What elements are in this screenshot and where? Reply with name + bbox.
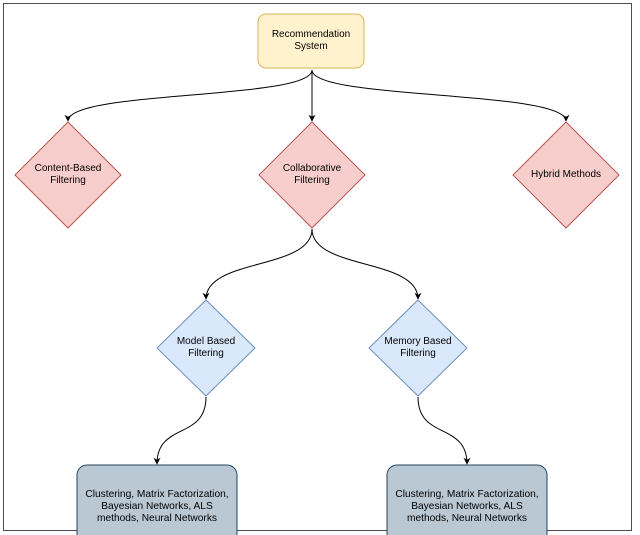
node-content-based-shape xyxy=(14,121,122,229)
node-root-label: Recommendation System xyxy=(271,28,351,53)
node-memory-methods-shape xyxy=(386,464,548,535)
node-model-methods-label: Clustering, Matrix Factorization, Bayesi… xyxy=(85,489,229,524)
node-content-based-label: Content-Based Filtering xyxy=(34,162,102,187)
node-model-based-shape xyxy=(156,299,256,397)
edge-root-to-hybrid xyxy=(311,69,570,122)
edge-collaborative-to-memory-based xyxy=(311,228,422,300)
node-memory-based-label: Memory Based Filtering xyxy=(384,335,452,360)
node-model-based-label: Model Based Filtering xyxy=(176,335,236,360)
node-collaborative-shape xyxy=(258,121,366,229)
edge-memory-based-to-methods xyxy=(417,396,471,465)
diagram-frame xyxy=(3,3,632,531)
node-hybrid-label: Hybrid Methods xyxy=(530,168,602,180)
node-collaborative-label: Collaborative Filtering xyxy=(282,162,342,187)
node-hybrid-shape xyxy=(512,121,620,229)
node-memory-methods-label: Clustering, Matrix Factorization, Bayesi… xyxy=(395,489,539,524)
edge-model-based-to-methods xyxy=(153,396,207,465)
node-memory-based-shape xyxy=(368,299,468,397)
edge-root-to-content-based xyxy=(64,69,313,122)
node-model-methods-shape xyxy=(76,464,238,535)
node-root-shape xyxy=(257,13,365,69)
edge-collaborative-to-model-based xyxy=(202,228,313,300)
